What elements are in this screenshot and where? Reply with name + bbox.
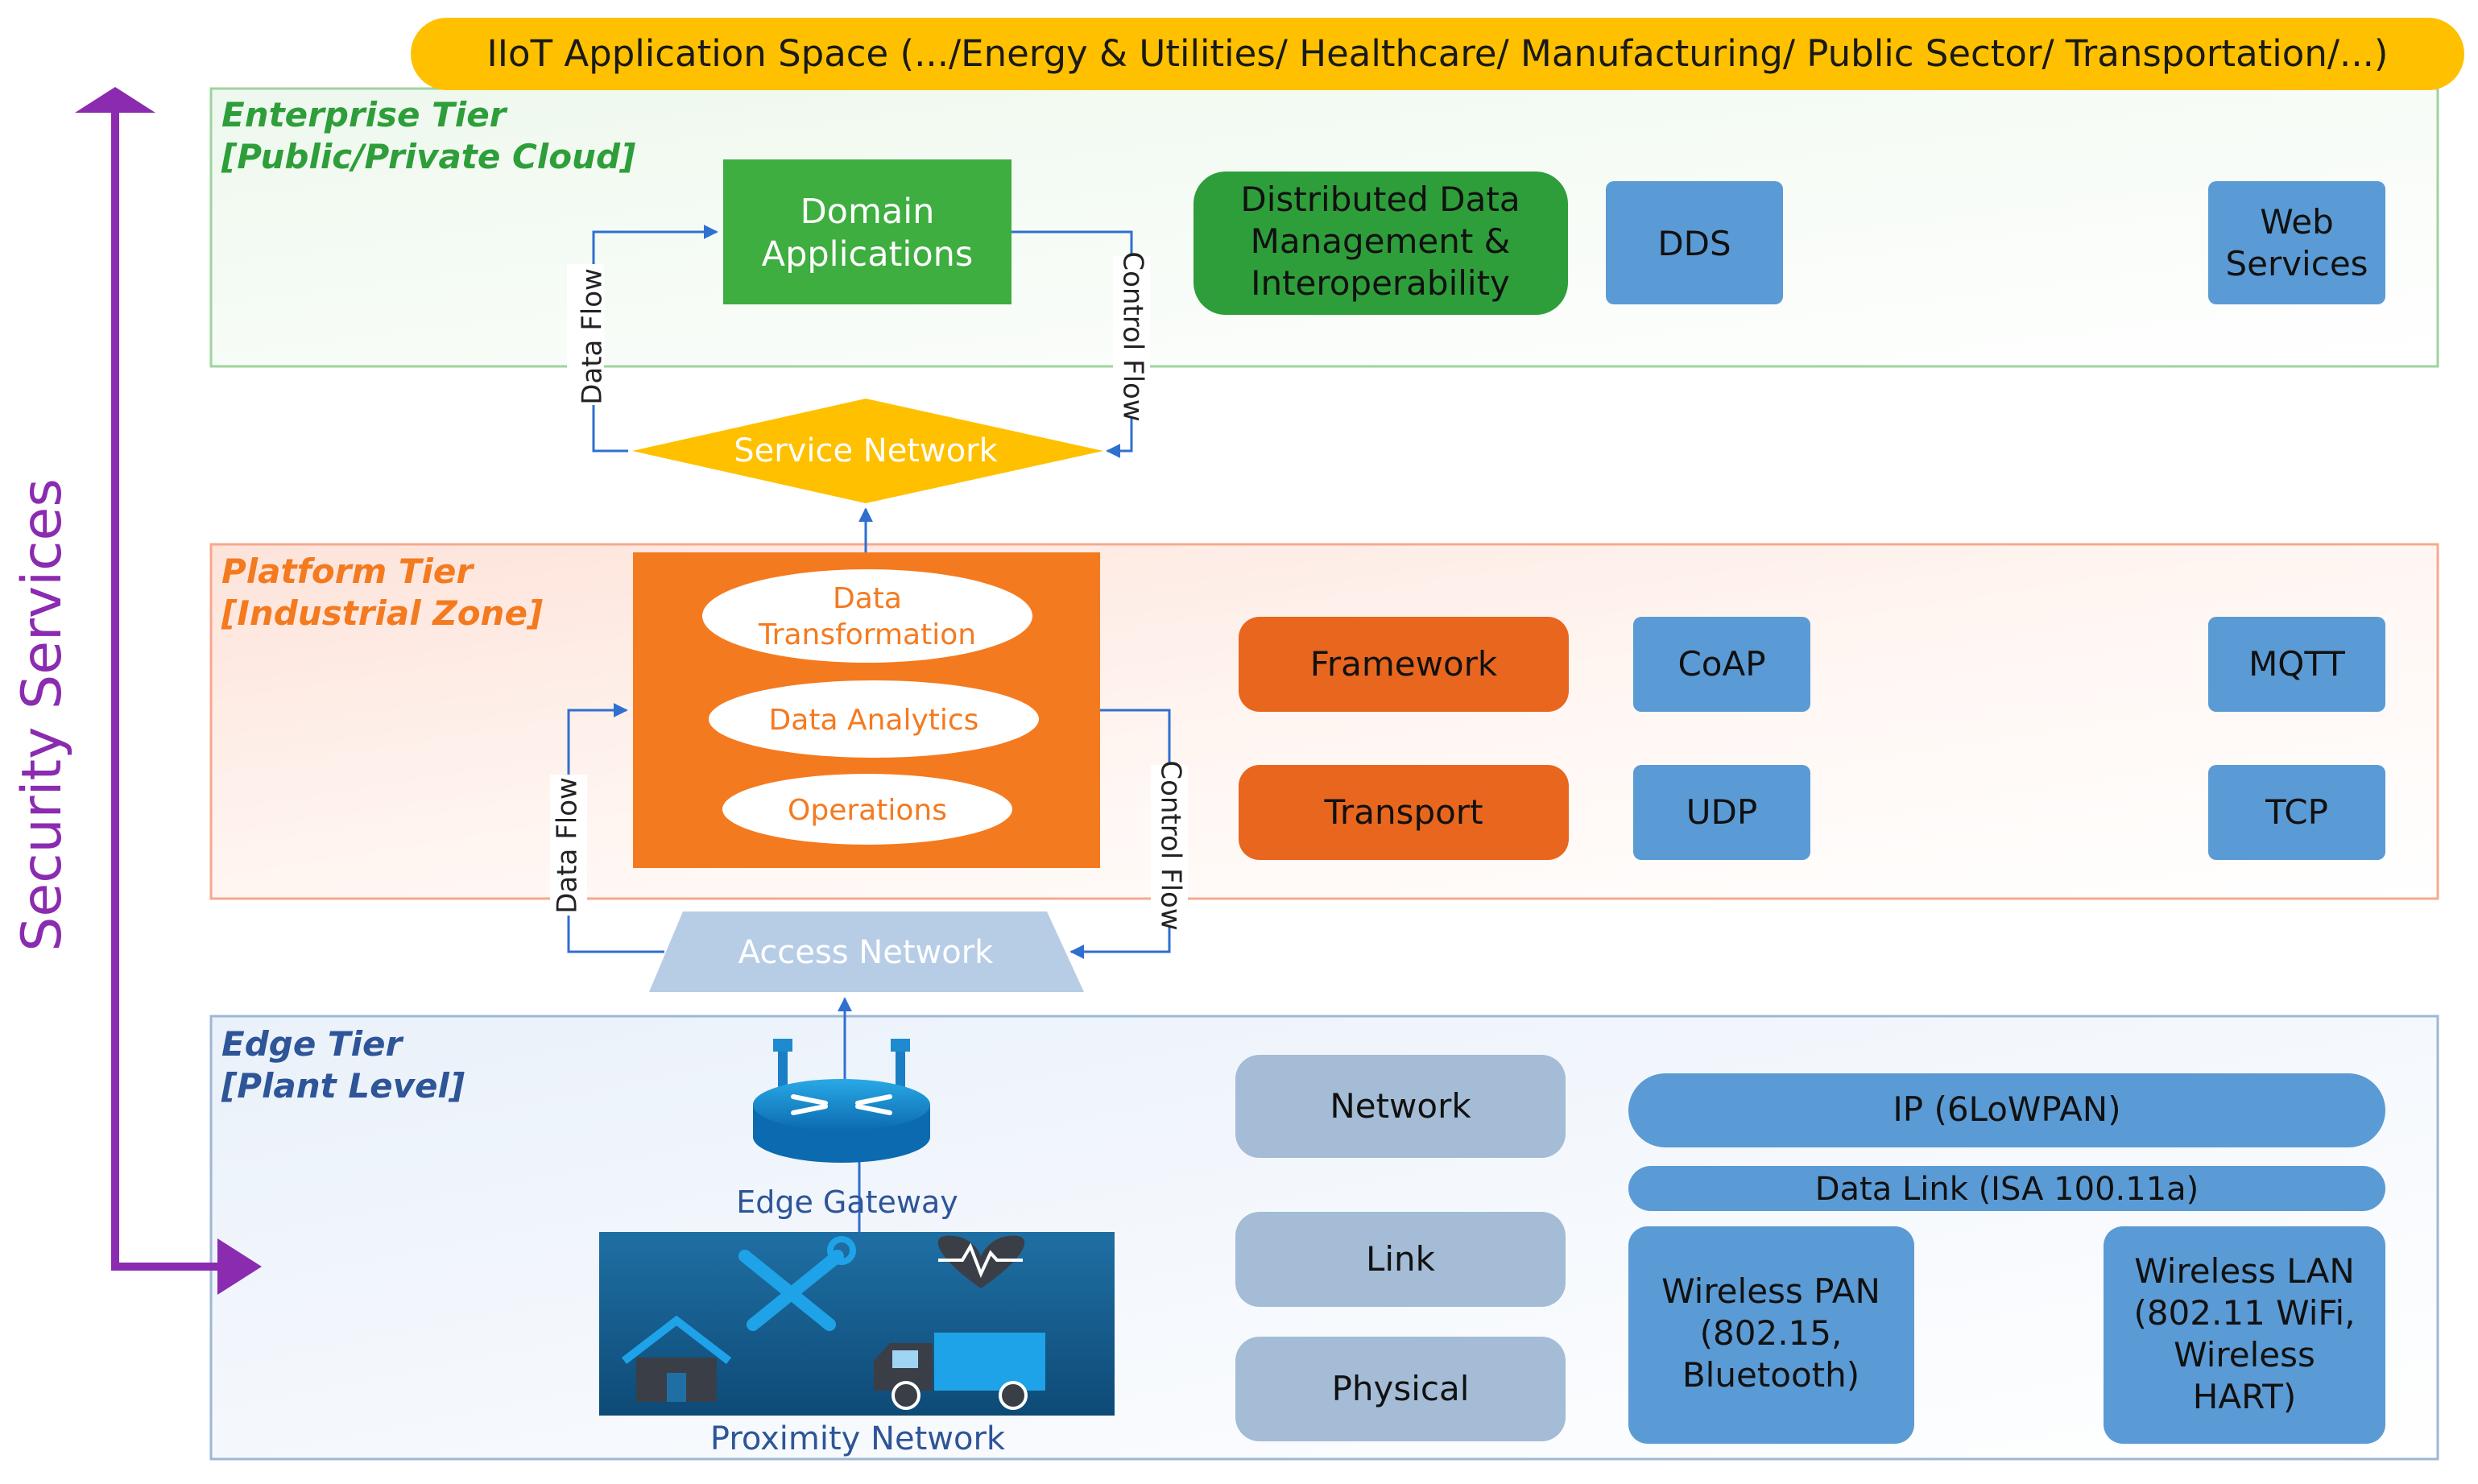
iiot-banner <box>411 18 2464 90</box>
web-services-label-2: Services <box>2225 244 2368 283</box>
data-transformation-ellipse <box>702 569 1032 663</box>
iiot-banner-text: IIoT Application Space (.../Energy & Uti… <box>487 32 2389 75</box>
enterprise-tier-title: Enterprise Tier <box>221 95 508 134</box>
dds-label: DDS <box>1657 224 1731 263</box>
network-layer-box <box>1235 1055 1566 1158</box>
enterprise-data-flow-label: Data Flow <box>577 268 609 405</box>
service-network-diamond <box>632 399 1103 503</box>
dds-box <box>1606 181 1783 304</box>
udp-label: UDP <box>1686 792 1757 832</box>
security-services-label: Security Services <box>10 478 74 952</box>
link-layer-box <box>1235 1212 1566 1307</box>
ddm-label-3: Interoperability <box>1251 263 1510 303</box>
domain-applications-box <box>723 159 1011 304</box>
operations-ellipse <box>722 774 1012 845</box>
wireless-lan-box <box>2104 1226 2385 1444</box>
edge-tier-subtitle: [Plant Level] <box>221 1066 465 1106</box>
platform-control-flow-label: Control Flow <box>1155 760 1187 930</box>
web-services-label-1: Web <box>2260 202 2334 242</box>
enterprise-control-flow-label: Control Flow <box>1117 251 1149 421</box>
udp-box <box>1633 765 1810 860</box>
framework-box <box>1239 617 1569 712</box>
coap-box <box>1633 617 1810 712</box>
transport-box <box>1239 765 1569 860</box>
edge-gateway-label: Edge Gateway <box>736 1184 958 1220</box>
link-layer-label: Link <box>1366 1239 1436 1279</box>
tcp-label: TCP <box>2265 792 2328 832</box>
ddm-label-1: Distributed Data <box>1240 180 1520 219</box>
truck-icon <box>874 1333 1045 1410</box>
web-services-box <box>2208 181 2385 304</box>
network-layer-label: Network <box>1330 1086 1471 1126</box>
data-analytics-ellipse <box>709 680 1039 758</box>
domain-applications-label-1: Domain <box>800 192 935 232</box>
physical-layer-box <box>1235 1337 1566 1441</box>
wireless-pan-box <box>1628 1226 1914 1444</box>
data-transformation-label-1: Data <box>833 582 902 615</box>
platform-tier-subtitle: [Industrial Zone] <box>221 593 543 633</box>
service-network-label: Service Network <box>734 432 998 469</box>
tools-icon <box>738 1236 856 1331</box>
mqtt-box <box>2208 617 2385 712</box>
heart-monitor-icon <box>937 1235 1025 1288</box>
wireless-lan-label-4: HART) <box>2193 1377 2296 1416</box>
platform-tier-title: Platform Tier <box>221 552 474 591</box>
access-network-trapezoid <box>649 911 1084 992</box>
proximity-network-label: Proximity Network <box>710 1420 1006 1457</box>
wireless-lan-label-2: (802.11 WiFi, <box>2133 1293 2355 1333</box>
data-transformation-label-2: Transformation <box>758 618 976 651</box>
access-network-label: Access Network <box>738 934 994 971</box>
operations-label: Operations <box>788 794 947 827</box>
platform-data-flow-label: Data Flow <box>552 777 584 914</box>
wireless-lan-label-1: Wireless LAN <box>2134 1251 2355 1291</box>
ip-6lowpan-label: IP (6LoWPAN) <box>1893 1089 2120 1129</box>
data-analytics-label: Data Analytics <box>769 704 979 737</box>
router-icon <box>753 1039 930 1163</box>
domain-applications-label-2: Applications <box>762 234 974 275</box>
framework-label: Framework <box>1310 644 1498 684</box>
home-icon <box>621 1315 732 1402</box>
wireless-pan-label-3: Bluetooth) <box>1682 1355 1860 1395</box>
wireless-lan-label-3: Wireless <box>2174 1335 2315 1374</box>
ip-6lowpan-box <box>1628 1073 2385 1147</box>
mqtt-label: MQTT <box>2248 644 2345 684</box>
data-link-label: Data Link (ISA 100.11a) <box>1815 1171 2199 1208</box>
coap-label: CoAP <box>1678 644 1765 684</box>
distributed-data-management-box <box>1193 172 1568 315</box>
ddm-label-2: Management & <box>1251 221 1511 261</box>
edge-tier-title: Edge Tier <box>221 1024 403 1064</box>
enterprise-tier-subtitle: [Public/Private Cloud] <box>221 137 635 176</box>
physical-layer-label: Physical <box>1332 1369 1470 1408</box>
tcp-box <box>2208 765 2385 860</box>
wireless-pan-label-1: Wireless PAN <box>1661 1271 1880 1311</box>
security-arrow-icon <box>75 87 262 1295</box>
wireless-pan-label-2: (802.15, <box>1700 1313 1843 1353</box>
data-link-box <box>1628 1166 2385 1211</box>
transport-label: Transport <box>1323 792 1483 832</box>
